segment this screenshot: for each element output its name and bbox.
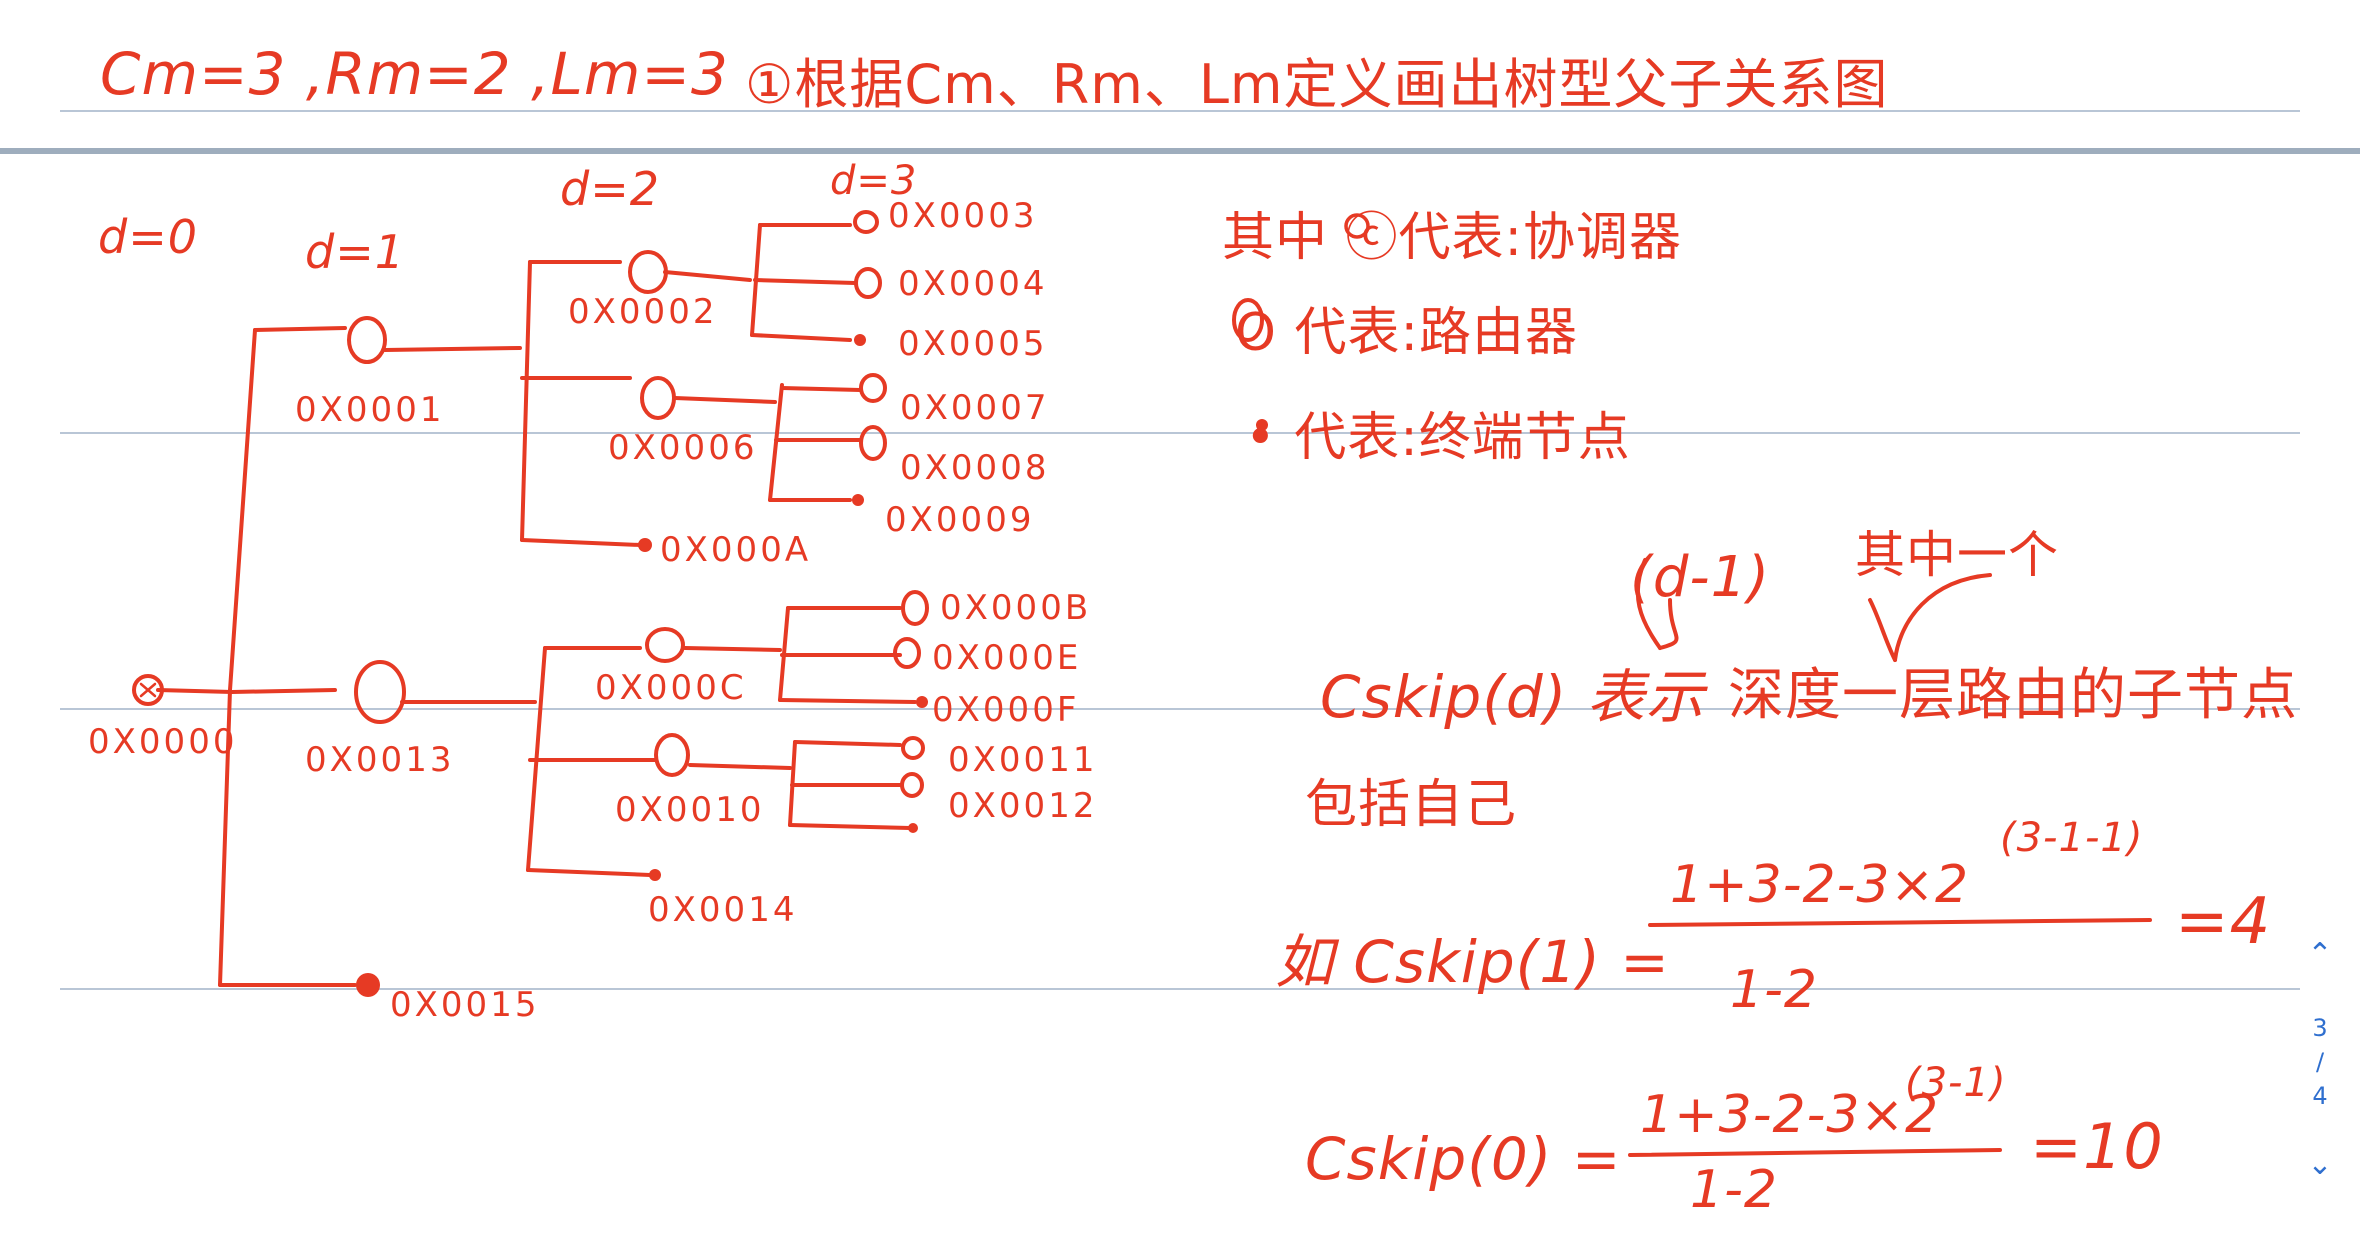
node-label-0013: 0X0013 bbox=[305, 740, 455, 780]
title-task: ①根据Cm、Rm、Lm定义画出树型父子关系图 bbox=[745, 53, 1889, 116]
node-label-0011: 0X0011 bbox=[948, 740, 1098, 780]
page-navigator: ⌃ 3 / 4 ⌄ bbox=[2300, 940, 2340, 1180]
page-current: 3 bbox=[2312, 1013, 2328, 1042]
node-label-0003: 0X0003 bbox=[888, 196, 1038, 236]
node-label-000F: 0X000F bbox=[932, 690, 1080, 730]
depth-label-2: d=2 bbox=[560, 162, 661, 216]
ruled-line bbox=[60, 708, 2300, 710]
cskip-definition-text: 深度一层路由的子节点 bbox=[1728, 663, 2298, 728]
depth-label-1: d=1 bbox=[305, 225, 406, 279]
annotation-one-of: 其中一个 bbox=[1855, 526, 2059, 584]
cskip-definition-prefix: Cskip(d) 表示 bbox=[1320, 663, 1705, 731]
legend-end-device: • 代表:终端节点 bbox=[1245, 408, 1631, 468]
cskip-definition-line2: 包括自己 bbox=[1305, 775, 1518, 835]
node-label-000B: 0X000B bbox=[940, 588, 1092, 628]
page-total: 4 bbox=[2312, 1081, 2328, 1110]
node-label-0000: 0X0000 bbox=[88, 722, 238, 762]
legend-coordinator: 其中 ⓒ代表:协调器 bbox=[1222, 208, 1683, 268]
node-label-0002: 0X0002 bbox=[568, 292, 718, 332]
node-label-0014: 0X0014 bbox=[648, 890, 798, 930]
formula1-denominator: 1-2 bbox=[1730, 960, 1818, 1020]
page-separator bbox=[0, 148, 2360, 154]
formula1-lhs: 如 Cskip(1) = bbox=[1275, 928, 1670, 996]
node-label-0008: 0X0008 bbox=[900, 448, 1050, 488]
chevron-down-icon[interactable]: ⌄ bbox=[2307, 1147, 2333, 1182]
node-label-000E: 0X000E bbox=[932, 638, 1082, 678]
node-label-0015: 0X0015 bbox=[390, 985, 540, 1025]
node-label-0012: 0X0012 bbox=[948, 786, 1098, 826]
depth-label-0: d=0 bbox=[98, 210, 199, 264]
formula1-result: =4 bbox=[2175, 885, 2272, 959]
formula2-denominator: 1-2 bbox=[1690, 1160, 1778, 1220]
annotation-d-minus-1: (d-1) bbox=[1630, 545, 1771, 610]
formula1-exponent: (3-1-1) bbox=[2000, 815, 2144, 861]
title-params: Cm=3 ,Rm=2 ,Lm=3 bbox=[100, 40, 729, 108]
formula2-exponent: (3-1) bbox=[1905, 1060, 2007, 1106]
node-label-000C: 0X000C bbox=[595, 668, 747, 708]
node-label-0010: 0X0010 bbox=[615, 790, 765, 830]
ruled-line bbox=[60, 988, 2300, 990]
formula1-numerator: 1+3-2-3×2 bbox=[1670, 855, 1970, 915]
legend-router: O 代表:路由器 bbox=[1235, 303, 1578, 363]
depth-label-3: d=3 bbox=[830, 158, 918, 204]
node-label-000A: 0X000A bbox=[660, 530, 812, 570]
node-label-0001: 0X0001 bbox=[295, 390, 445, 430]
ruled-line bbox=[60, 432, 2300, 434]
node-label-0004: 0X0004 bbox=[898, 264, 1048, 304]
chevron-up-icon[interactable]: ⌃ bbox=[2307, 937, 2333, 972]
ruled-line bbox=[60, 110, 2300, 112]
page-separator-slash: / bbox=[2315, 1047, 2325, 1076]
node-label-0007: 0X0007 bbox=[900, 388, 1050, 428]
node-label-0006: 0X0006 bbox=[608, 428, 758, 468]
formula2-numerator: 1+3-2-3×2 bbox=[1640, 1085, 1940, 1145]
formula2-result: =10 bbox=[2030, 1110, 2164, 1183]
node-label-0005: 0X0005 bbox=[898, 324, 1048, 364]
node-label-0009: 0X0009 bbox=[885, 500, 1035, 540]
formula2-lhs: Cskip(0) = bbox=[1305, 1125, 1622, 1193]
